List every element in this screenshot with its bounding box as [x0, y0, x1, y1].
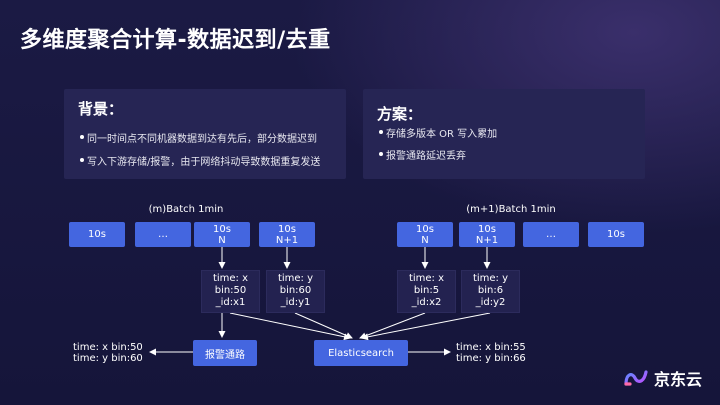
right-segment: 10s — [588, 222, 644, 247]
right-segment-n1: 10s N+1 — [459, 222, 515, 247]
arrow-rec2-es — [294, 312, 353, 339]
arrow-rec1-es — [229, 312, 351, 341]
background-panel-title: 背景： — [78, 100, 124, 118]
page-title: 多维度聚合计算-数据迟到/去重 — [20, 28, 331, 53]
bullet-icon — [379, 152, 383, 156]
background-item: 同一时间点不同机器数据到达有先后，部分数据迟到 — [80, 130, 317, 145]
es-result: time: x bin:55 time: y bin:66 — [456, 342, 526, 364]
bullet-icon — [379, 130, 383, 134]
solution-panel-title: 方案： — [377, 105, 423, 123]
arrow-rec3-es — [359, 312, 426, 340]
alert-pipeline-node: 报警通路 — [193, 340, 257, 366]
elasticsearch-node: Elasticsearch — [314, 340, 408, 366]
left-batch-label: (m)Batch 1min — [148, 204, 224, 215]
solution-item: 报警通路延迟丢弃 — [379, 147, 466, 162]
right-record-y: time: y bin:6 _id:y2 — [461, 270, 520, 313]
right-segment: … — [523, 222, 579, 247]
bullet-icon — [80, 135, 84, 139]
left-segment: 10s — [69, 222, 125, 247]
solution-panel: 方案： 存储多版本 OR 写入累加 报警通路延迟丢弃 — [363, 89, 645, 179]
logo-text: 京东云 — [654, 370, 703, 389]
solution-item: 存储多版本 OR 写入累加 — [379, 125, 497, 140]
jd-cloud-logo: 京东云 — [624, 366, 702, 390]
left-record-y: time: y bin:60 _id:y1 — [266, 270, 325, 313]
left-record-x: time: x bin:50 _id:x1 — [201, 270, 260, 313]
left-segment: … — [135, 222, 191, 247]
right-batch-label: (m+1)Batch 1min — [466, 204, 556, 215]
left-segment-n: 10s N — [194, 222, 250, 247]
alert-result: time: x bin:50 time: y bin:60 — [73, 342, 143, 364]
right-record-x: time: x bin:5 _id:x2 — [397, 270, 456, 313]
background-panel: 背景： 同一时间点不同机器数据到达有先后，部分数据迟到 写入下游存储/报警，由于… — [64, 89, 346, 179]
arrow-rec4-es — [361, 312, 491, 341]
background-item: 写入下游存储/报警，由于网络抖动导致数据重复发送 — [80, 153, 320, 168]
left-segment-n1: 10s N+1 — [259, 222, 315, 247]
right-segment-n: 10s N — [397, 222, 453, 247]
jd-cloud-logo-icon — [624, 370, 648, 386]
bullet-icon — [80, 158, 84, 162]
